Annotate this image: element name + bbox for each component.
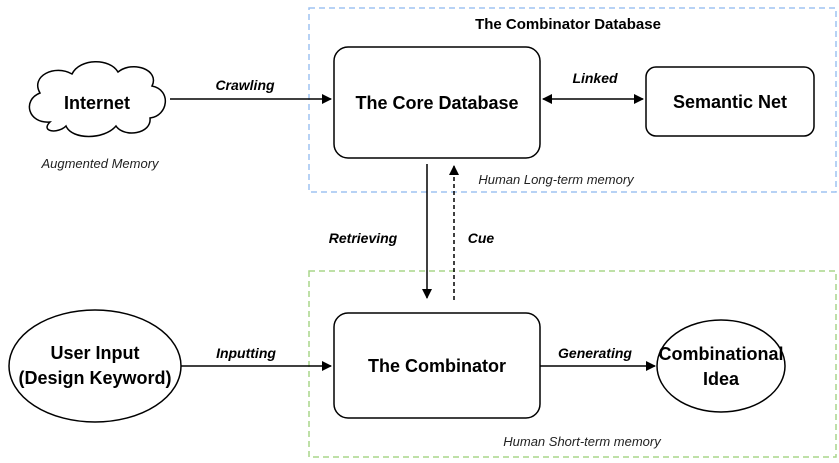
cue-label: Cue	[468, 230, 495, 246]
user-input-label-line1: User Input	[50, 343, 139, 363]
core-database-label: The Core Database	[355, 93, 518, 113]
combinator-database-group	[308, 7, 837, 193]
retrieving-label: Retrieving	[329, 230, 398, 246]
linked-label: Linked	[572, 70, 618, 86]
combinational-idea-label-line2: Idea	[703, 369, 740, 389]
internet-cloud	[28, 61, 167, 138]
semantic-net-label: Semantic Net	[673, 92, 787, 112]
combinational-idea-label-line1: Combinational	[659, 344, 784, 364]
short-term-memory-label: Human Short-term memory	[503, 434, 662, 449]
internet-label: Internet	[64, 93, 130, 113]
user-input-label-line2: (Design Keyword)	[18, 368, 171, 388]
user-input-node	[8, 309, 182, 423]
long-term-memory-label: Human Long-term memory	[478, 172, 635, 187]
generating-label: Generating	[558, 345, 632, 361]
semantic-net-node	[645, 66, 815, 137]
combinator-database-title: The Combinator Database	[475, 16, 661, 33]
crawling-label: Crawling	[215, 77, 275, 93]
augmented-memory-label: Augmented Memory	[40, 156, 160, 171]
inputting-label: Inputting	[216, 345, 276, 361]
combinational-idea-node	[656, 319, 786, 413]
core-database-node	[333, 46, 541, 159]
combinator-label: The Combinator	[368, 356, 506, 376]
short-term-memory-group	[308, 270, 837, 458]
